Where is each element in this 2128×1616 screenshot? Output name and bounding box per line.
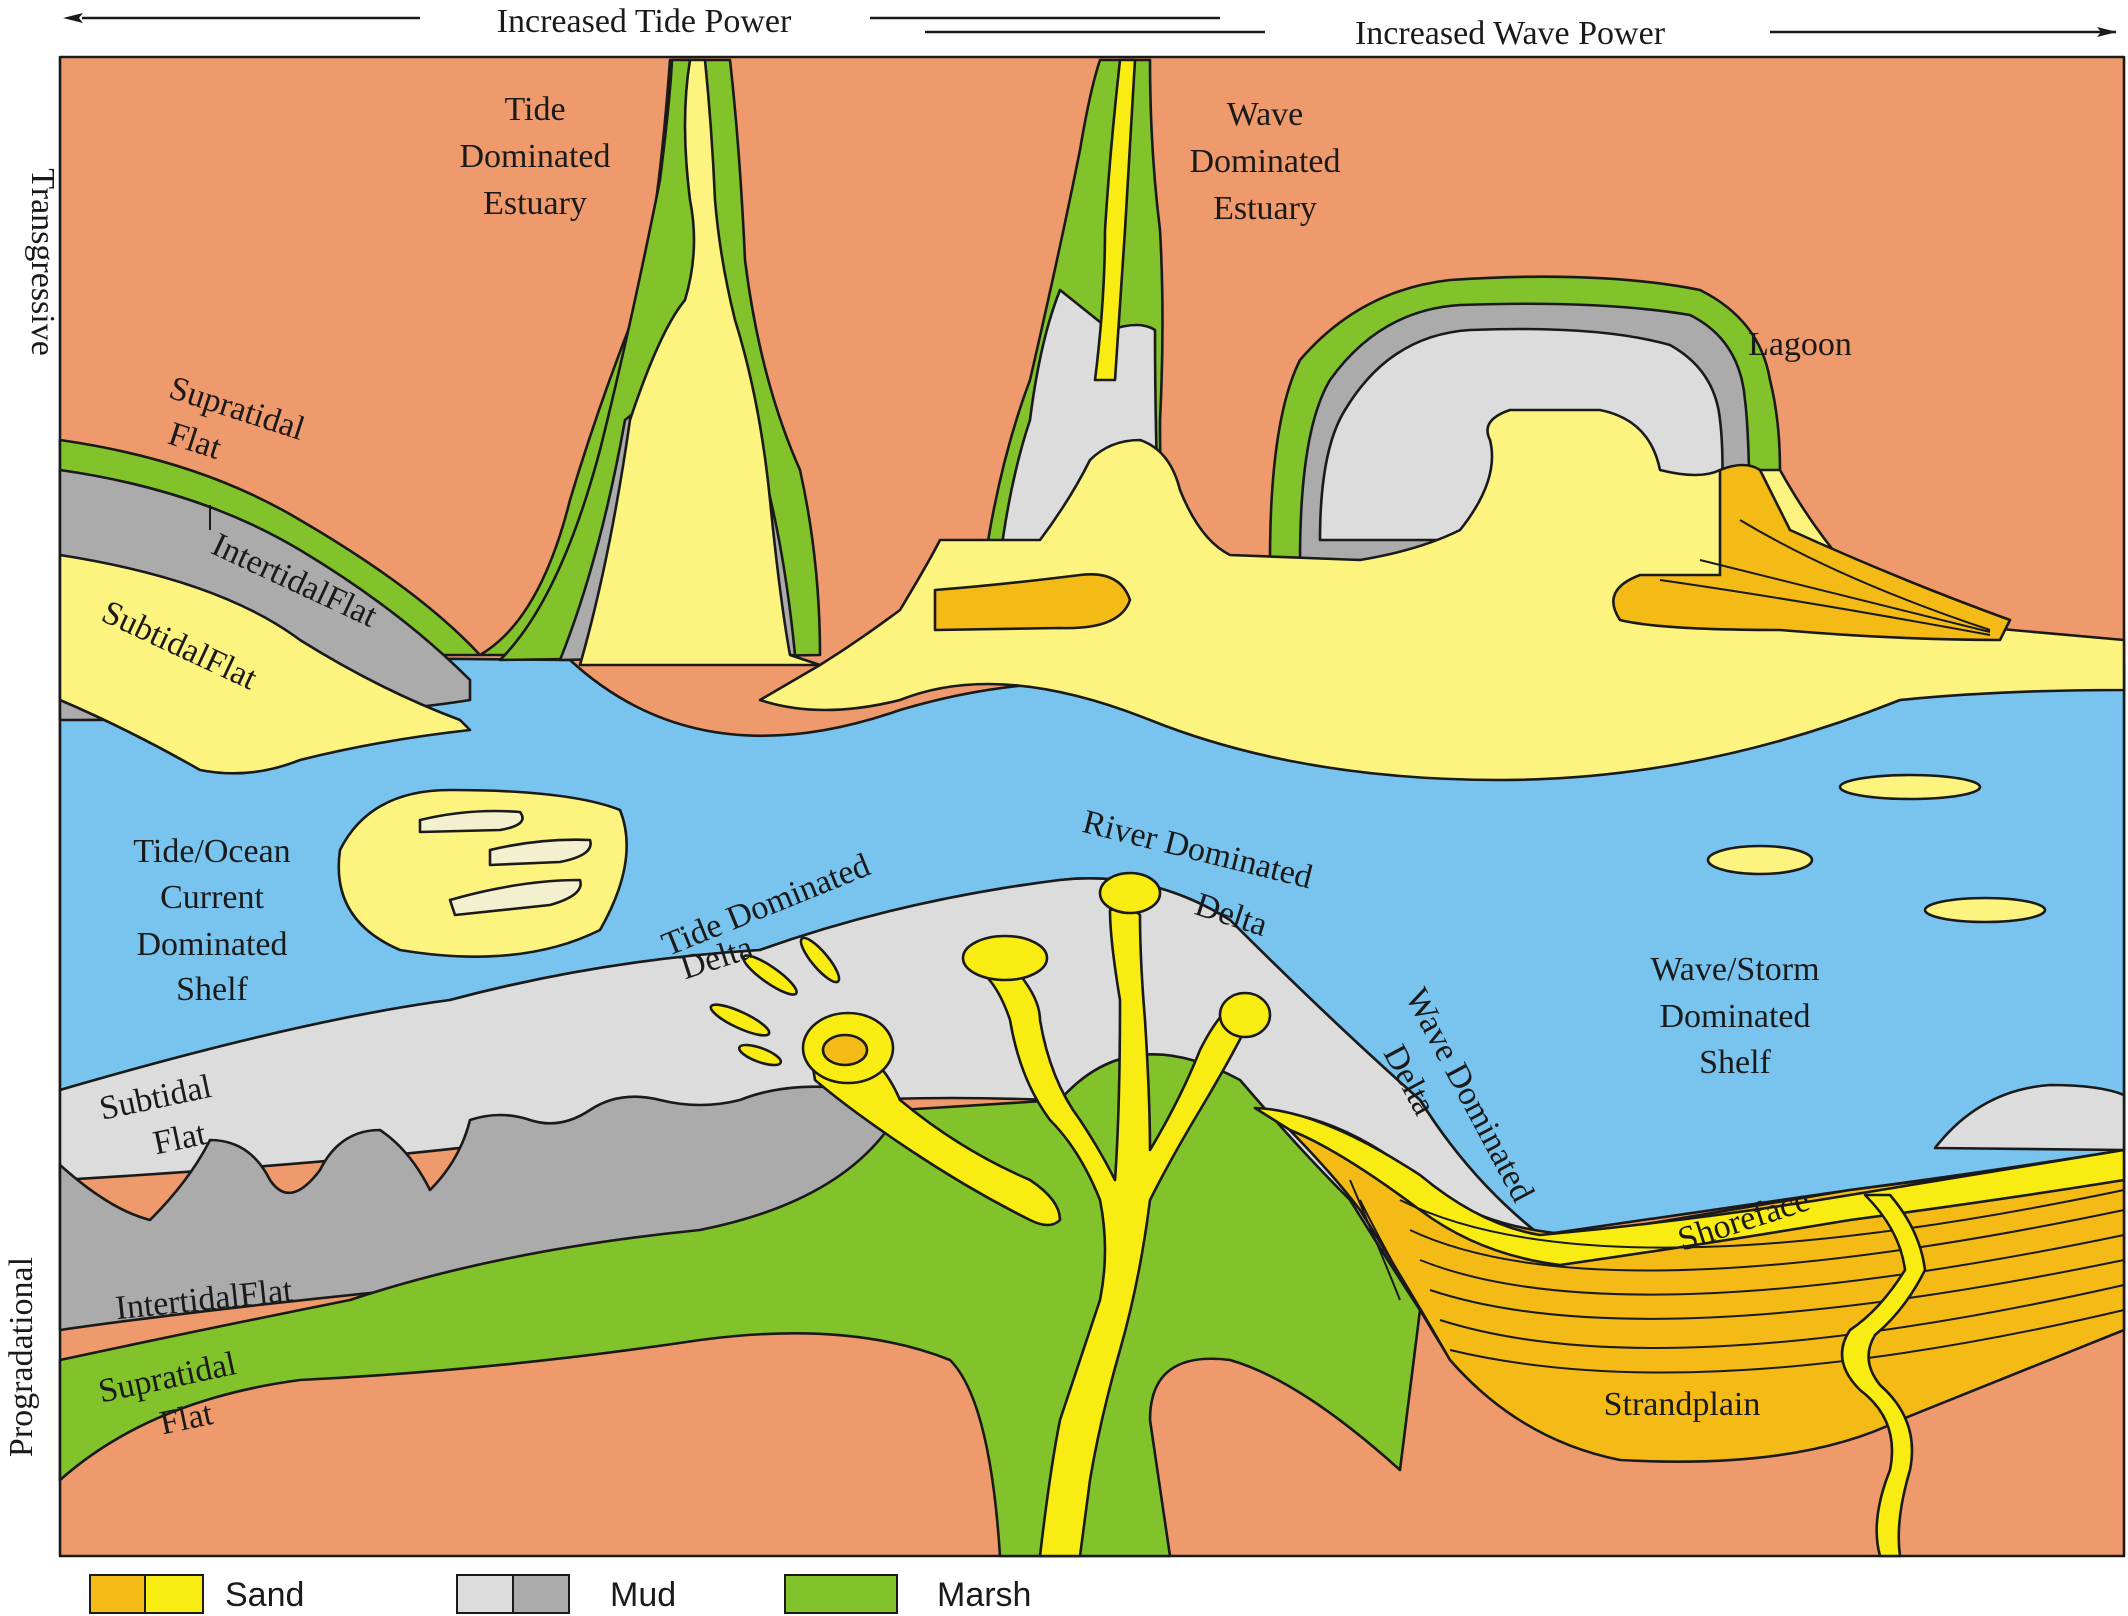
tide-estuary-sand — [578, 58, 822, 667]
svg-text:Shelf: Shelf — [176, 971, 248, 1008]
progradational-label: Progradational — [3, 1257, 40, 1457]
svg-text:Tide: Tide — [504, 91, 565, 128]
strandplain-channel — [1840, 1193, 1927, 1558]
delta-lobe-2 — [1098, 871, 1162, 915]
label-wave-dominated-estuary: Wave Dominated Estuary — [1189, 96, 1340, 227]
label-tide-ocean-shelf: Tide/Ocean Current Dominated Shelf — [133, 833, 290, 1008]
label-strandplain: Strandplain — [1604, 1386, 1761, 1423]
sand-bar-orange-left — [933, 573, 1132, 632]
svg-text:Current: Current — [160, 879, 264, 916]
wave-power-label: Increased Wave Power — [1355, 15, 1666, 52]
strandplain-lines — [1349, 1179, 2125, 1374]
label-tide-dominated-estuary: Tide Dominated Estuary — [459, 91, 610, 222]
legend-swatch-sand-yellow — [144, 1574, 204, 1614]
legend-swatch-mud-light — [456, 1574, 514, 1614]
legend-label-sand: Sand — [225, 1576, 304, 1614]
river-delta-channels — [983, 907, 1255, 1558]
tide-delta-bar-1 — [709, 1003, 771, 1037]
tide-delta-bar-2 — [742, 954, 798, 996]
svg-text:Shelf: Shelf — [1699, 1044, 1771, 1081]
svg-text:Dominated: Dominated — [136, 926, 287, 963]
svg-text:Wave/Storm: Wave/Storm — [1650, 951, 1819, 988]
label-wave-storm-shelf: Wave/Storm Dominated Shelf — [1650, 951, 1819, 1081]
legend: Sand Mud Marsh — [89, 1574, 1031, 1614]
sand-bar-shelf-2 — [1706, 844, 1814, 876]
legend-swatch-sand-orange — [89, 1574, 146, 1614]
shelf-sand-streak-3 — [448, 878, 582, 917]
tide-delta-channel — [808, 1044, 1062, 1227]
shelf-sand-streak-2 — [488, 838, 592, 867]
tide-delta-lobe-core — [821, 1033, 869, 1067]
svg-text:Tide/Ocean: Tide/Ocean — [133, 833, 290, 870]
shelf-sand-streak-1 — [418, 809, 524, 834]
tide-power-label: Increased Tide Power — [497, 3, 792, 40]
svg-text:Wave: Wave — [1227, 96, 1304, 133]
delta-lobe-3 — [1218, 991, 1272, 1039]
strand-lines-top — [1659, 519, 1991, 636]
sand-bar-orange-right — [1612, 463, 2012, 642]
sand-bar-shelf-1 — [1838, 773, 1982, 801]
svg-text:Dominated: Dominated — [1189, 143, 1340, 180]
svg-text:Estuary: Estuary — [483, 185, 587, 222]
svg-text:Dominated: Dominated — [1659, 998, 1810, 1035]
transgressive-label: Transgressive — [24, 168, 61, 356]
legend-label-marsh: Marsh — [937, 1576, 1031, 1614]
tide-delta-bar-3 — [799, 936, 841, 984]
legend-swatch-mud-dark — [512, 1574, 570, 1614]
sand-bar-shelf-3 — [1923, 896, 2047, 924]
tide-delta-bar-4 — [737, 1043, 783, 1067]
legend-label-mud: Mud — [610, 1576, 676, 1614]
svg-text:Estuary: Estuary — [1213, 190, 1317, 227]
coast-sand — [758, 408, 2126, 782]
delta-lobe-1 — [961, 934, 1049, 982]
svg-text:Dominated: Dominated — [459, 138, 610, 175]
wave-estuary-channel — [1093, 58, 1137, 382]
sand-top-left — [58, 553, 472, 775]
shelf-sand-body — [337, 788, 628, 958]
legend-swatch-marsh — [784, 1574, 898, 1614]
mud-right-edge — [1933, 1083, 2126, 1152]
label-lagoon: Lagoon — [1748, 326, 1852, 363]
